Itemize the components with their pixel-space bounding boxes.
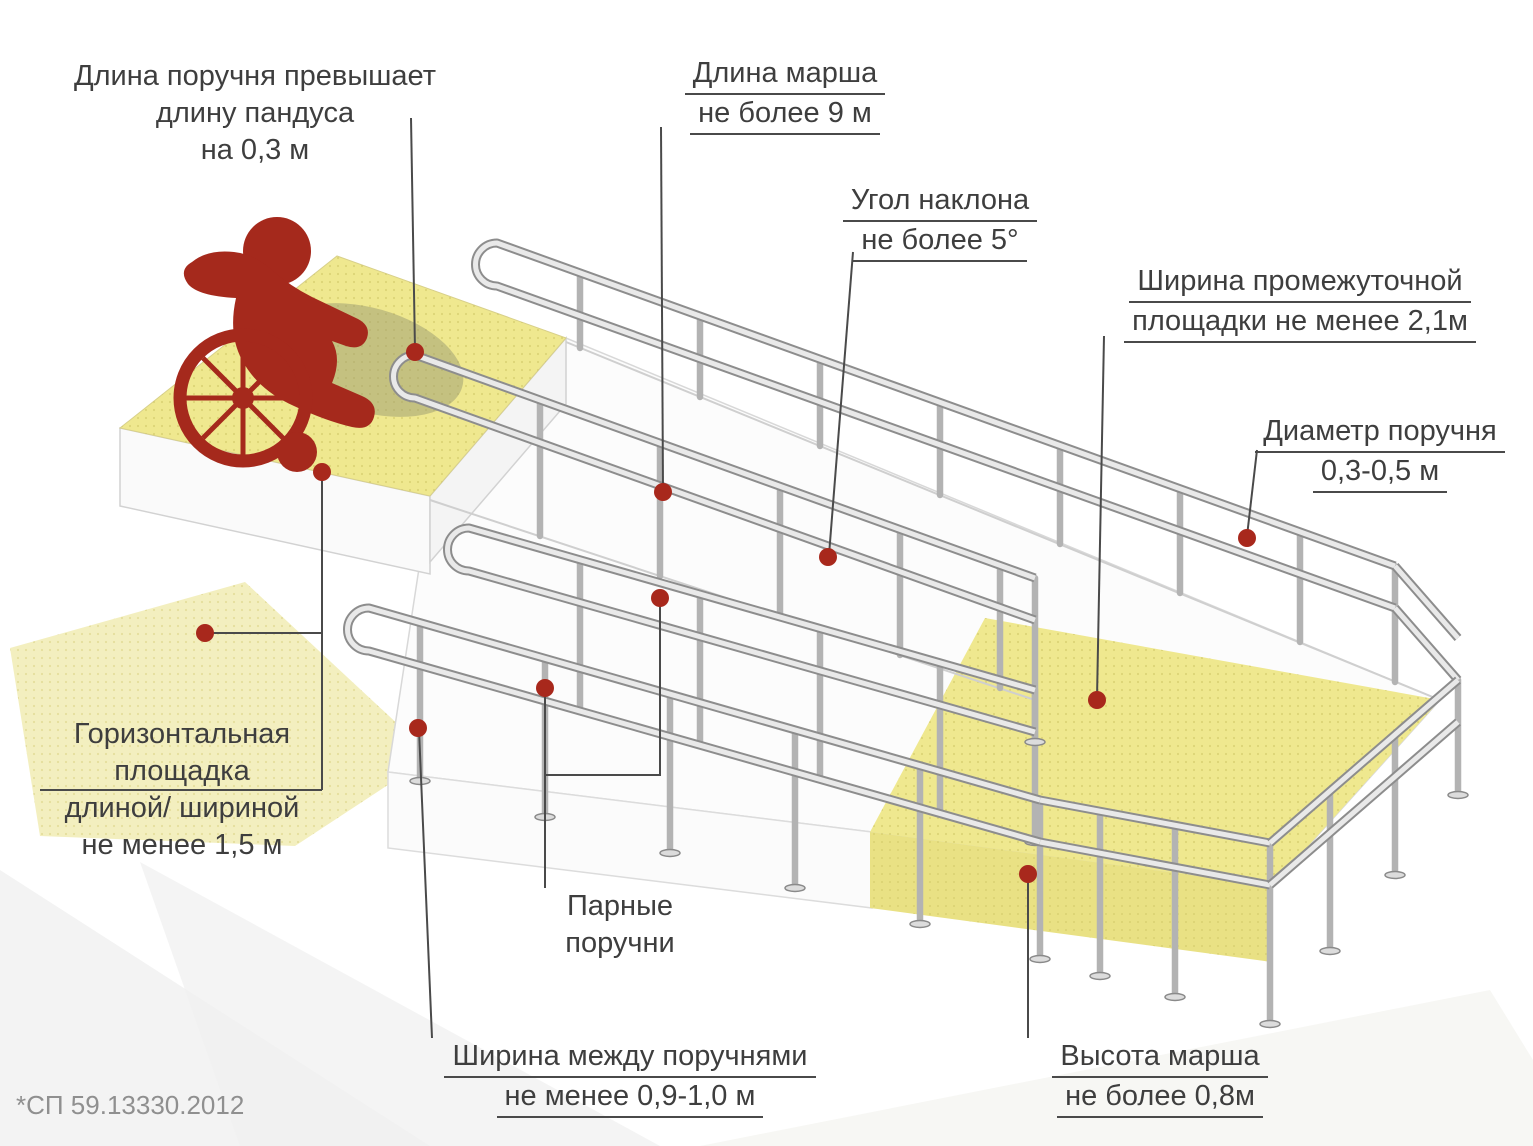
label-text: поручни [565,927,675,959]
label-text: не более 9 м [690,95,880,135]
label-text: Горизонтальная [73,718,291,750]
marker-dots [196,343,1256,883]
label-horizontal-platform: Горизонтальная площадка длиной/ шириной … [38,716,326,864]
standard-reference-footnote: *СП 59.13330.2012 [16,1090,245,1120]
label-march-length: Длина марша не более 9 м [640,55,930,135]
label-text: площадки не менее 2,1м [1124,303,1476,343]
label-text: не менее 1,5 м [81,829,283,861]
label-paired-handrails: Парные поручни [545,888,695,962]
label-text: длиной/ шириной [64,792,300,824]
label-text: длину пандуса [155,97,355,129]
label-text: площадка [114,755,250,787]
label-handrail-diameter: Диаметр поручня 0,3-0,5 м [1245,413,1515,493]
label-text: на 0,3 м [200,134,310,166]
label-text: не более 5° [853,222,1027,262]
label-text: Длина марша [684,55,886,95]
label-text: Высота марша [1052,1038,1268,1078]
ground-platform-area [10,582,432,846]
background-washes [0,862,1533,1146]
label-text: Ширина между поручнями [444,1038,816,1078]
leader-lines [40,117,1258,1039]
label-handrail-length: Длина поручня превышает длину пандуса на… [55,58,455,169]
railing-posts [416,269,1462,1028]
label-slope-angle: Угол наклона не более 5° [835,182,1045,262]
label-text: Угол наклона [842,182,1038,222]
label-intermediate-width: Ширина промежуточной площадки не менее 2… [1100,263,1500,343]
label-width-between-handrails: Ширина между поручнями не менее 0,9-1,0 … [415,1038,845,1118]
label-march-height: Высота марша не более 0,8м [1035,1038,1285,1118]
label-text: Длина поручня превышает [73,60,437,92]
label-text: Ширина промежуточной [1129,263,1471,303]
label-text: Диаметр поручня [1255,413,1505,453]
label-text: не менее 0,9-1,0 м [496,1078,764,1118]
label-text: Парные [566,890,674,922]
label-text: 0,3-0,5 м [1312,453,1448,493]
label-text: не более 0,8м [1057,1078,1263,1118]
